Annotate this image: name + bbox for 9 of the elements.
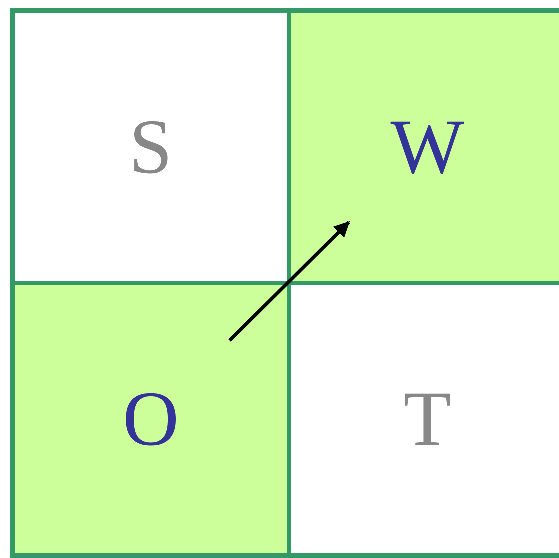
grid-cell bbox=[289, 283, 559, 558]
cell-letter: S bbox=[129, 108, 173, 186]
grid-cell bbox=[289, 8, 559, 283]
arrow bbox=[228, 221, 350, 342]
cell-letter: W bbox=[390, 108, 464, 186]
grid-cell bbox=[10, 283, 289, 558]
cell-letter: T bbox=[404, 380, 452, 458]
cell-letter: O bbox=[122, 380, 180, 458]
grid-cell bbox=[10, 8, 289, 283]
